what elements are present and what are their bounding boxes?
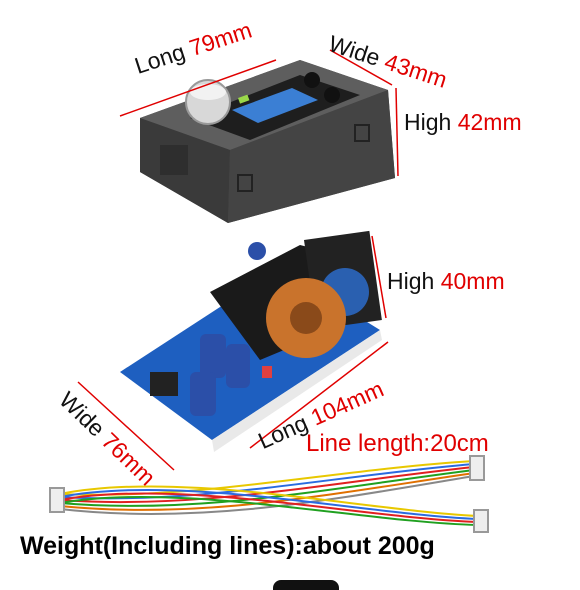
top-high-label: High 42mm <box>404 109 522 135</box>
board-high-label: High 40mm <box>387 268 505 294</box>
display-module <box>140 60 395 223</box>
weight-label: Weight(Including lines):about 200g <box>20 532 435 560</box>
power-board <box>120 230 382 452</box>
line-length-label: Line length:20cm <box>306 430 489 457</box>
dimension-lines-top <box>119 49 399 177</box>
connection-cable <box>49 455 489 533</box>
bottom-tab <box>273 580 339 590</box>
dimension-lines-board <box>77 235 389 471</box>
